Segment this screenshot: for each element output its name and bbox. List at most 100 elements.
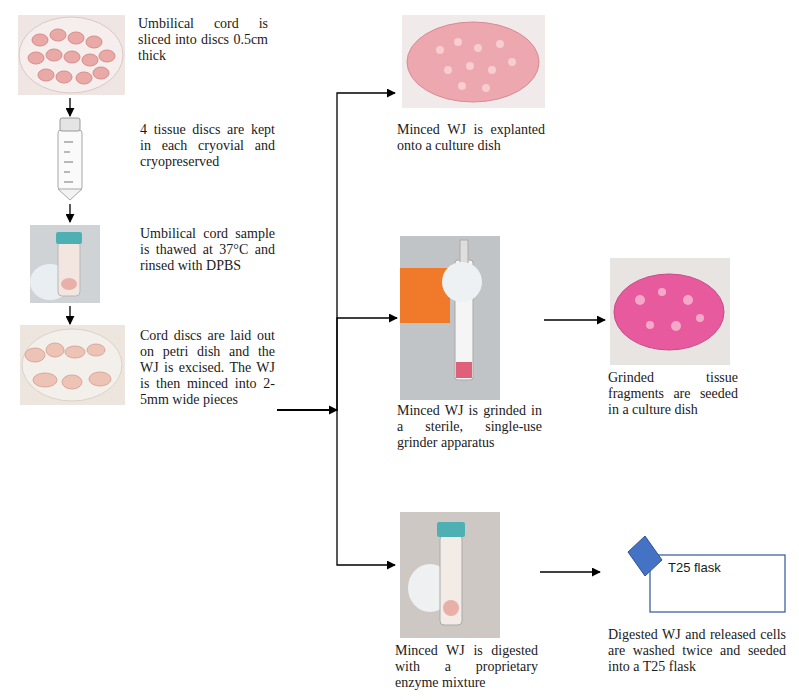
cord-slice bbox=[86, 36, 102, 48]
fragment bbox=[658, 288, 666, 296]
step-caption: Umbilical cord is sliced into discs 0.5c… bbox=[138, 16, 268, 64]
flask-body bbox=[650, 555, 785, 612]
photo-ground bbox=[402, 15, 545, 108]
tick bbox=[64, 162, 73, 163]
explant bbox=[488, 66, 496, 74]
sliced-cord-photo bbox=[18, 15, 125, 95]
flow-arrow bbox=[277, 318, 397, 410]
pink-medium bbox=[456, 362, 472, 378]
explant bbox=[508, 58, 516, 66]
explant-photo bbox=[402, 15, 545, 108]
cord-discs-photo bbox=[20, 325, 125, 405]
flow-arrow bbox=[540, 571, 600, 572]
vial-body bbox=[58, 130, 82, 190]
cord-disc bbox=[89, 372, 111, 386]
cord-disc bbox=[62, 375, 82, 389]
cord-slice bbox=[56, 71, 72, 83]
cord-slice bbox=[38, 69, 54, 81]
tube-cap bbox=[437, 522, 465, 537]
explant bbox=[436, 46, 444, 54]
flow-arrow bbox=[544, 319, 605, 320]
fragment bbox=[671, 321, 681, 331]
step-caption: 4 tissue discs are kept in each cryovial… bbox=[140, 122, 275, 170]
fragment bbox=[635, 295, 645, 305]
fragment bbox=[683, 295, 693, 305]
explant bbox=[482, 84, 490, 92]
culture-dish bbox=[407, 22, 539, 102]
cord-slice bbox=[68, 32, 84, 44]
vial-cap bbox=[60, 118, 80, 131]
tick bbox=[64, 172, 70, 173]
tick bbox=[64, 152, 70, 153]
flow-arrow bbox=[69, 204, 70, 222]
explant bbox=[496, 40, 504, 48]
t25-flask-icon bbox=[628, 536, 785, 612]
explant bbox=[444, 66, 452, 74]
tube bbox=[58, 241, 80, 296]
cord-slice bbox=[32, 34, 48, 46]
flask-cap bbox=[628, 536, 662, 576]
gloved-hand bbox=[442, 262, 482, 302]
step-node: T25 flaskDigested WJ and released cells … bbox=[600, 535, 790, 695]
step-caption: Grinded tissue fragments are seeded in a… bbox=[608, 370, 738, 418]
culture-dish bbox=[614, 274, 724, 350]
tissue bbox=[61, 278, 77, 290]
tube-rack bbox=[400, 268, 450, 323]
step-node: Grinded tissue fragments are seeded in a… bbox=[605, 255, 740, 421]
step-node: Umbilical cord sample is thawed at 37°C … bbox=[25, 222, 277, 306]
explants bbox=[436, 38, 516, 92]
flow-arrow bbox=[69, 306, 70, 324]
grinder-plunger bbox=[460, 240, 468, 264]
fragments-dish-photo bbox=[610, 258, 730, 365]
step-node: Minced WJ is grinded in a sterile, singl… bbox=[397, 233, 544, 458]
explant bbox=[454, 38, 462, 46]
cord-disc bbox=[25, 348, 45, 362]
cord-discs bbox=[25, 343, 111, 389]
photo-ground bbox=[18, 15, 125, 95]
petri-dish bbox=[22, 329, 122, 401]
tube bbox=[440, 535, 462, 625]
explant bbox=[458, 82, 466, 90]
flow-arrow bbox=[277, 93, 395, 410]
flow-arrow bbox=[69, 98, 70, 116]
photo-ground bbox=[400, 236, 500, 400]
photo-ground bbox=[610, 258, 730, 365]
step-caption: Digested WJ and released cells are washe… bbox=[608, 627, 786, 675]
explant bbox=[466, 62, 474, 70]
fragment bbox=[646, 321, 654, 329]
petri-dish bbox=[19, 17, 123, 93]
cord-slice bbox=[28, 52, 44, 64]
photo-ground bbox=[30, 225, 100, 303]
tick bbox=[64, 142, 73, 143]
tick bbox=[64, 182, 73, 183]
step-caption: Minced WJ is digested with a proprietary… bbox=[395, 643, 538, 691]
step-node: Minced WJ is digested with a proprietary… bbox=[395, 508, 540, 696]
step-caption: Umbilical cord sample is thawed at 37°C … bbox=[140, 226, 275, 274]
grinder-photo bbox=[400, 236, 500, 400]
cord-slices bbox=[28, 29, 115, 84]
cord-slice bbox=[64, 51, 80, 63]
enzyme-tube-photo bbox=[400, 512, 500, 638]
vial-ticks bbox=[64, 142, 73, 182]
flow-arrow bbox=[277, 410, 395, 565]
tissue bbox=[443, 600, 459, 616]
cryovial-icon bbox=[58, 118, 82, 200]
cord-slice bbox=[50, 29, 66, 41]
step-node: Cord discs are laid out on petri dish an… bbox=[15, 324, 277, 424]
cord-slice bbox=[93, 67, 109, 79]
vial-tip bbox=[58, 189, 82, 200]
step-node: Minced WJ is explanted onto a culture di… bbox=[395, 12, 550, 177]
flask-label: T25 flask bbox=[668, 560, 721, 575]
cord-disc bbox=[87, 344, 105, 356]
photo-ground bbox=[400, 512, 500, 638]
cord-slice bbox=[46, 49, 62, 61]
step-caption: Minced WJ is grinded in a sterile, singl… bbox=[397, 403, 542, 451]
cord-disc bbox=[33, 373, 57, 387]
step-caption: Minced WJ is explanted onto a culture di… bbox=[397, 122, 545, 154]
cord-slice bbox=[99, 50, 115, 62]
cord-slice bbox=[76, 72, 92, 84]
cord-disc bbox=[65, 346, 85, 358]
step-caption: Cord discs are laid out on petri dish an… bbox=[140, 328, 275, 408]
